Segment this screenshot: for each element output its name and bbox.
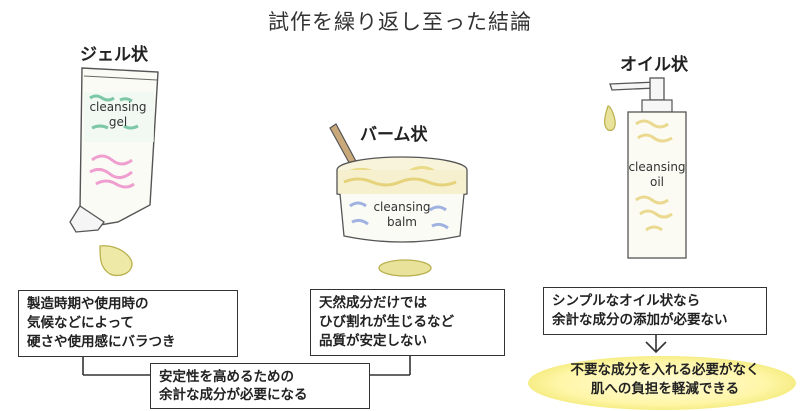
- gel-label-line1: cleansing: [89, 100, 147, 114]
- gel-label-line2: gel: [108, 115, 128, 129]
- gel-product-label: cleansing gel: [82, 100, 154, 130]
- common-note-line: 余計な成分が必要になる: [159, 387, 308, 403]
- page-title: 試作を繰り返し至った結論: [268, 10, 532, 34]
- oil-label-line1: cleansing: [628, 160, 686, 174]
- balm-jar-illustration: [329, 123, 468, 277]
- balm-label-line2: balm: [387, 215, 417, 229]
- oil-note-box: シンプルなオイル状なら 余計な成分の添加が必要ない: [543, 287, 767, 335]
- balm-note-line: 品質が安定しない: [319, 333, 427, 349]
- common-note-line: 安定性を高めるための: [159, 369, 294, 385]
- oil-bottle-illustration: [604, 77, 687, 259]
- balm-label-line1: cleansing: [373, 200, 431, 214]
- conclusion-highlight: [528, 356, 796, 410]
- oil-product-label: cleansing oil: [628, 160, 686, 190]
- oil-note-line: 余計な成分の添加が必要ない: [552, 312, 728, 328]
- common-note-box: 安定性を高めるための 余計な成分が必要になる: [150, 363, 370, 409]
- gel-note-line: 製造時期や使用時の: [27, 296, 149, 312]
- oil-heading: オイル状: [620, 55, 688, 75]
- conclusion-line: 肌への負担を軽減できる: [590, 381, 740, 397]
- balm-product-label: cleansing balm: [352, 200, 452, 230]
- balm-note-line: 天然成分だけでは: [319, 295, 427, 311]
- gel-note-box: 製造時期や使用時の 気候などによって 硬さや使用感にバラつき: [18, 290, 238, 357]
- gel-note-line: 硬さや使用感にバラつき: [27, 334, 176, 350]
- gel-tube-illustration: [69, 67, 159, 277]
- balm-note-line: ひび割れが生じるなど: [319, 314, 454, 330]
- balm-note-box: 天然成分だけでは ひび割れが生じるなど 品質が安定しない: [310, 289, 505, 356]
- oil-note-line: シンプルなオイル状なら: [552, 293, 701, 309]
- balm-heading: バーム状: [360, 125, 428, 145]
- oil-label-line2: oil: [649, 175, 664, 189]
- gel-note-line: 気候などによって: [27, 315, 134, 331]
- conclusion-line: 不要な成分を入れる必要がなく: [570, 362, 760, 378]
- conclusion-text: 不要な成分を入れる必要がなく 肌への負担を軽減できる: [540, 361, 790, 399]
- gel-heading: ジェル状: [80, 45, 148, 65]
